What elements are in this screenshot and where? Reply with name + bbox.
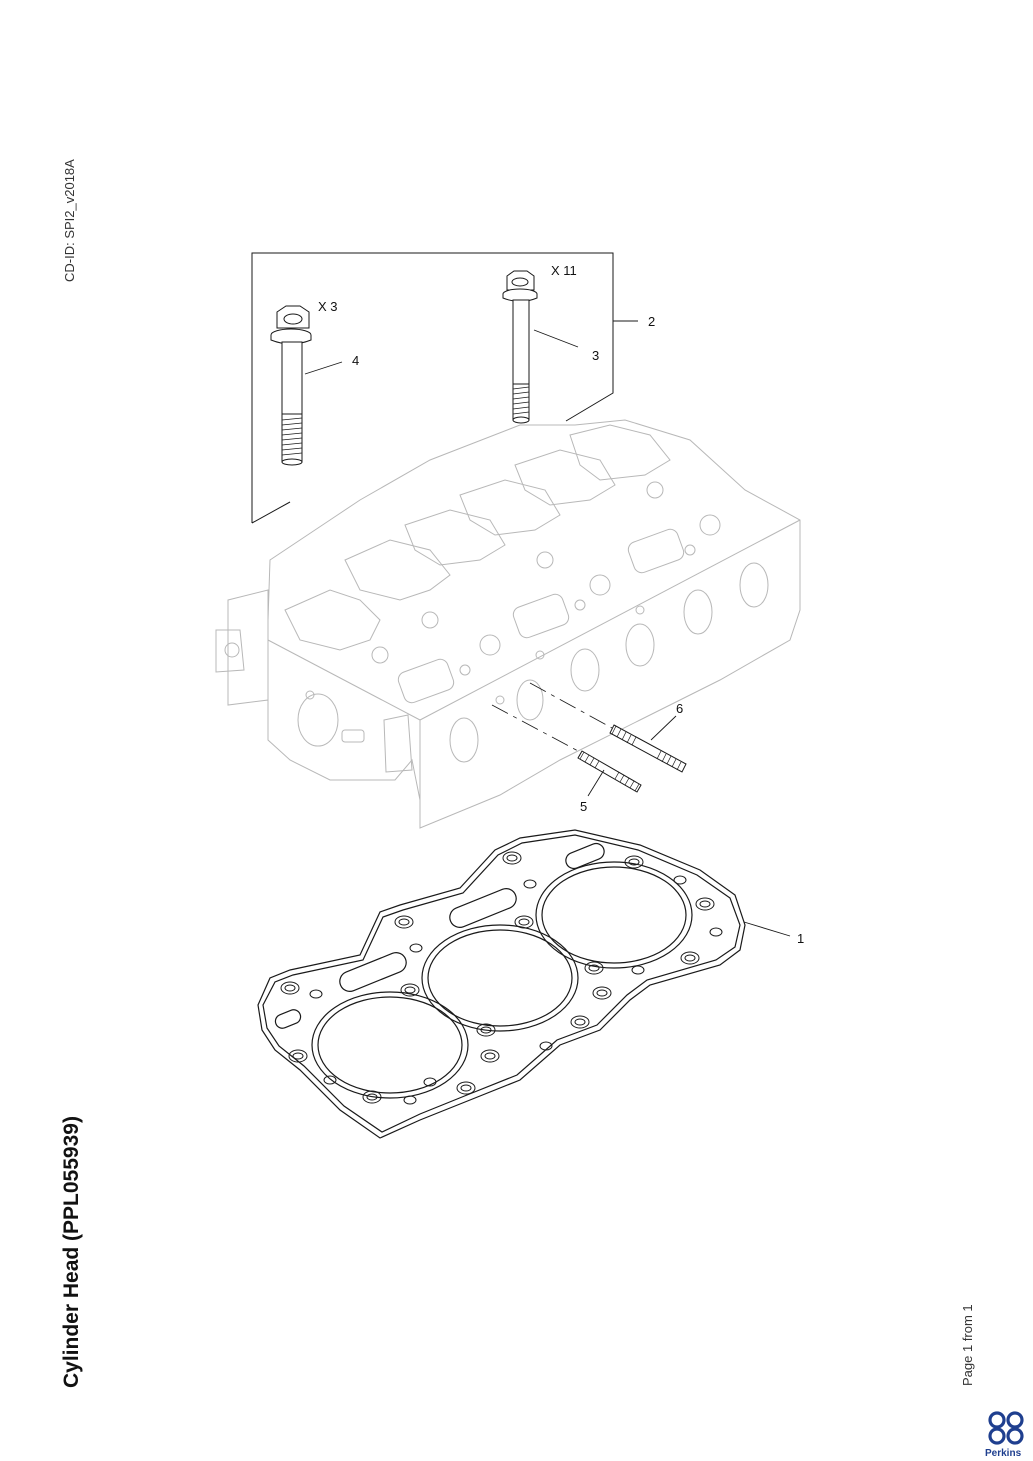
leader-lines xyxy=(304,329,791,937)
cylinder-head xyxy=(215,419,801,829)
callout-1: 1 xyxy=(797,931,804,946)
stud-item-6 xyxy=(609,724,687,773)
perkins-logo-icon xyxy=(988,1411,1024,1445)
bolt-item-4 xyxy=(270,305,312,466)
callout-3: 3 xyxy=(592,348,599,363)
quantity-item-3: X 11 xyxy=(551,263,577,278)
callout-6: 6 xyxy=(676,701,683,716)
brand-name: Perkins xyxy=(985,1448,1022,1459)
callout-2: 2 xyxy=(648,314,655,329)
stud-guide-lines xyxy=(491,682,613,753)
bolt-item-3 xyxy=(502,270,538,424)
quantity-item-4: X 3 xyxy=(318,299,338,314)
bolt-kit-bracket xyxy=(251,252,638,524)
cylinder-head-gasket xyxy=(257,829,746,1139)
callout-4: 4 xyxy=(352,353,359,368)
callout-5: 5 xyxy=(580,799,587,814)
stud-item-5 xyxy=(577,750,642,793)
gasket-bolt-holes xyxy=(280,851,723,1105)
